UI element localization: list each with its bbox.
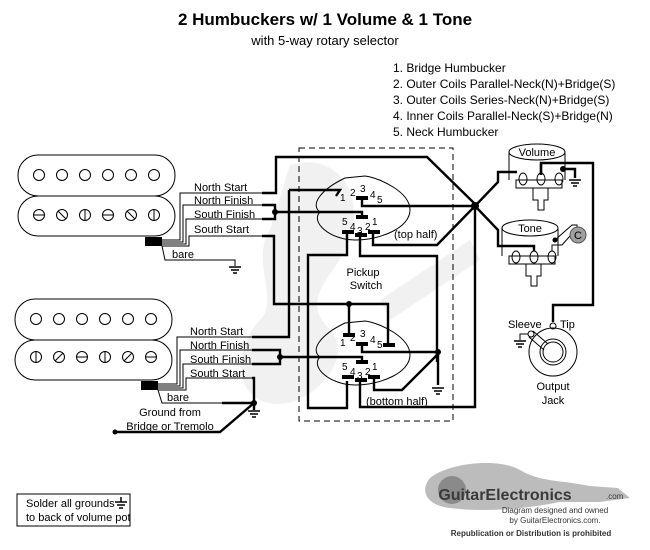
diagram-subtitle: with 5-way rotary selector bbox=[250, 33, 399, 48]
logo-credit-2: by GuitarElectronics.com. bbox=[509, 516, 600, 525]
tip-label: Tip bbox=[560, 319, 575, 331]
ground-icon bbox=[228, 266, 242, 274]
capacitor-label: C bbox=[574, 230, 582, 242]
ground-from-label: Ground from bbox=[139, 407, 201, 419]
tone-pot: Tone C bbox=[501, 219, 587, 287]
bottom-lower-pin-4: 4 bbox=[350, 367, 356, 378]
watermark-guitar bbox=[241, 162, 480, 404]
switch-top-half: 1 2 3 4 5 5 4 3 2 1 (top half) bbox=[315, 175, 437, 241]
note-line2: to back of volume pot bbox=[26, 512, 131, 524]
output-label: Output bbox=[536, 381, 569, 393]
output-jack: Sleeve Tip Output Jack bbox=[508, 319, 578, 407]
top-pin-2: 2 bbox=[350, 188, 356, 199]
bottom-pin-2: 2 bbox=[350, 333, 356, 344]
top-half-label: (top half) bbox=[394, 229, 437, 241]
switch-label-line2: Switch bbox=[350, 280, 382, 292]
top-lower-pin-3: 3 bbox=[357, 226, 363, 237]
bottom-pin-1: 1 bbox=[340, 338, 346, 349]
bottom-lower-pin-2: 2 bbox=[365, 367, 371, 378]
ground-note-box: Solder all grounds to back of volume pot bbox=[16, 493, 131, 527]
bottom-pin-3: 3 bbox=[360, 329, 366, 340]
top-lower-pin-5: 5 bbox=[342, 217, 348, 228]
bridge-south-start-label: South Start bbox=[190, 368, 245, 380]
position-4: 4. Inner Coils Parallel-Neck(S)+Bridge(N… bbox=[393, 109, 613, 123]
switch-bottom-half: 1 2 3 4 5 5 4 3 2 1 (bottom half) bbox=[315, 320, 428, 408]
note-line1: Solder all grounds bbox=[26, 498, 115, 510]
volume-pot: Volume bbox=[508, 143, 582, 211]
ground-icon bbox=[431, 387, 445, 395]
position-2: 2. Outer Coils Parallel-Neck(N)+Bridge(S… bbox=[393, 77, 615, 91]
sleeve-label: Sleeve bbox=[508, 319, 542, 331]
volume-label: Volume bbox=[519, 147, 556, 159]
position-3: 3. Outer Coils Series-Neck(N)+Bridge(S) bbox=[393, 93, 609, 107]
tone-capacitor bbox=[569, 226, 587, 244]
neck-south-start-label: South Start bbox=[194, 224, 249, 236]
bridge-humbucker: North Start North Finish South Finish So… bbox=[14, 298, 261, 435]
logo-brand: GuitarElectronics bbox=[438, 487, 571, 504]
top-pin-3: 3 bbox=[360, 184, 366, 195]
bridge-south-finish-label: South Finish bbox=[190, 354, 251, 366]
ground-icon bbox=[568, 179, 582, 187]
logo-credit-1: Diagram designed and owned bbox=[502, 506, 608, 515]
bridge-north-start-label: North Start bbox=[190, 326, 243, 338]
screw-poles bbox=[33, 209, 160, 221]
switch-label-line1: Pickup bbox=[346, 267, 379, 279]
neck-north-finish-label: North Finish bbox=[194, 195, 253, 207]
bridge-or-tremolo-label: Bridge or Tremolo bbox=[126, 421, 213, 433]
bridge-bare-label: bare bbox=[167, 392, 189, 404]
top-lower-pin-1: 1 bbox=[372, 217, 378, 228]
position-legend: 1. Bridge Humbucker 2. Outer Coils Paral… bbox=[393, 61, 615, 139]
switch-boundary bbox=[298, 147, 454, 422]
top-pin-4: 4 bbox=[370, 190, 376, 201]
screw-poles bbox=[30, 351, 157, 363]
neck-north-start-label: North Start bbox=[194, 182, 247, 194]
diagram-title: 2 Humbuckers w/ 1 Volume & 1 Tone bbox=[178, 10, 472, 29]
position-5: 5. Neck Humbucker bbox=[393, 125, 498, 139]
top-pin-5: 5 bbox=[377, 195, 383, 206]
neck-south-finish-label: South Finish bbox=[194, 209, 255, 221]
bottom-lower-pin-3: 3 bbox=[357, 371, 363, 382]
pole-pieces bbox=[33, 169, 160, 181]
bottom-half-label: (bottom half) bbox=[366, 396, 428, 408]
logo-tld: .com bbox=[606, 492, 624, 501]
logo-notice: Republication or Distribution is prohibi… bbox=[451, 529, 612, 538]
neck-humbucker: North Start North Finish South Finish So… bbox=[17, 154, 262, 274]
jack-label: Jack bbox=[542, 395, 565, 407]
bridge-north-finish-label: North Finish bbox=[190, 340, 249, 352]
position-1: 1. Bridge Humbucker bbox=[393, 61, 506, 75]
ground-icon bbox=[247, 410, 261, 418]
tone-label: Tone bbox=[518, 223, 542, 235]
ground-icon bbox=[513, 340, 527, 348]
bottom-lower-pin-1: 1 bbox=[372, 362, 378, 373]
top-pin-1: 1 bbox=[340, 193, 346, 204]
top-lower-pin-4: 4 bbox=[350, 222, 356, 233]
pole-pieces bbox=[30, 313, 157, 325]
bottom-pin-4: 4 bbox=[370, 335, 376, 346]
top-lower-pin-2: 2 bbox=[365, 222, 371, 233]
neck-bare-label: bare bbox=[172, 249, 194, 261]
bottom-pin-5: 5 bbox=[377, 340, 383, 351]
bottom-lower-pin-5: 5 bbox=[342, 362, 348, 373]
guitarelectronics-logo: GuitarElectronics .com Diagram designed … bbox=[425, 463, 630, 538]
